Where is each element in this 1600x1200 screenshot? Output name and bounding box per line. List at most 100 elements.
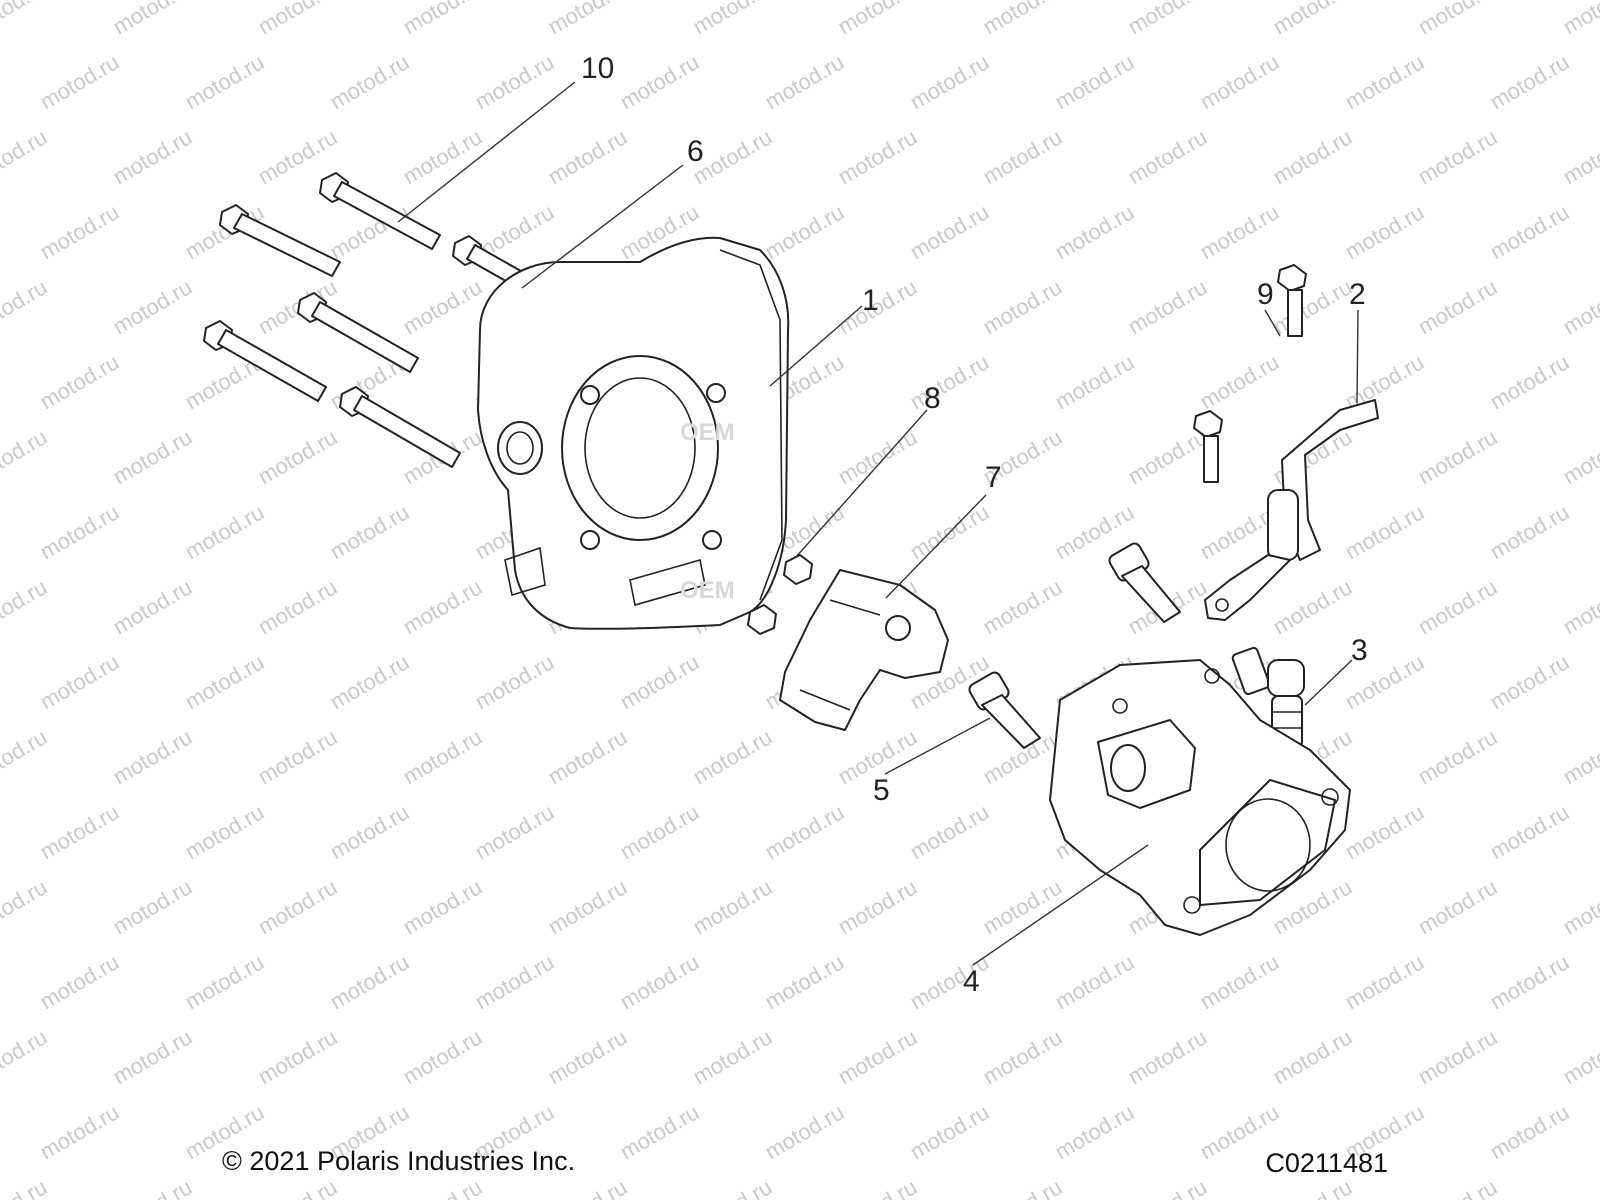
callout-3: 3 [1351, 634, 1368, 667]
watermark-text: motod.ru [1051, 349, 1139, 414]
watermark-text: motod.ru [1341, 799, 1429, 864]
watermark-text: motod.ru [399, 724, 487, 789]
watermark-text: motod.ru [1341, 349, 1429, 414]
watermark-text: motod.ru [0, 724, 51, 789]
cap-screw-group [968, 542, 1181, 749]
watermark-text: motod.ru [36, 1099, 124, 1164]
watermark-text: motod.ru [1341, 199, 1429, 264]
watermark-text: motod.ru [616, 1099, 704, 1164]
watermark-text: motod.ru [1414, 124, 1502, 189]
watermark-text: motod.ru [689, 874, 777, 939]
watermark-text: motod.ru [761, 199, 849, 264]
watermark-text: motod.ru [326, 949, 414, 1014]
bolt [203, 320, 327, 402]
fuel-injector [1231, 646, 1305, 749]
watermark-text: motod.ru [399, 874, 487, 939]
watermark-text: motod.ru [399, 0, 487, 39]
watermark-text: motod.ru [544, 0, 632, 39]
vent-tube-bracket [1204, 399, 1379, 621]
watermark-text: motod.ru [1559, 724, 1600, 789]
watermark-text: motod.ru [906, 199, 994, 264]
watermark-text: motod.ru [906, 1099, 994, 1164]
watermark-text: motod.ru [36, 49, 124, 114]
watermark-text: motod.ru [544, 874, 632, 939]
watermark-text: motod.ru [181, 649, 269, 714]
watermark-text: motod.ru [181, 49, 269, 114]
watermark-text: motod.ru [109, 0, 197, 39]
watermark-text: motod.ru [1196, 199, 1284, 264]
watermark-text: motod.ru [1124, 1174, 1212, 1200]
watermark-text: motod.ru [326, 49, 414, 114]
copyright-notice: © 2021 Polaris Industries Inc. [222, 1146, 576, 1176]
intake-adapter [1049, 659, 1351, 936]
watermark-text: motod.ru [1196, 949, 1284, 1014]
watermark-text: motod.ru [1559, 274, 1600, 339]
watermark-text: motod.ru [109, 424, 197, 489]
watermark-text: motod.ru [761, 1099, 849, 1164]
watermark-text: motod.ru [181, 799, 269, 864]
watermark-text: motod.ru [109, 1024, 197, 1089]
screw-pair [747, 554, 813, 635]
watermark-text: motod.ru [1341, 49, 1429, 114]
cap-screw [968, 671, 1041, 749]
watermark-text: motod.ru [544, 1174, 632, 1200]
watermark-text: motod.ru [616, 949, 704, 1014]
watermark-text: motod.ru [109, 874, 197, 939]
watermark-text: motod.ru [1559, 0, 1600, 39]
watermark-text: motod.ru [1414, 274, 1502, 339]
oem-watermark: OEM [680, 577, 735, 604]
watermark-text: motod.ru [1414, 1024, 1502, 1089]
oem-watermark: OEM [680, 419, 735, 446]
watermark-text: motod.ru [1559, 1174, 1600, 1200]
bolt [339, 386, 461, 468]
watermark-text: motod.ru [616, 649, 704, 714]
watermark-text: motod.ru [1124, 0, 1212, 39]
watermark-text: motod.ru [471, 949, 559, 1014]
flange-bolt-pair [1193, 264, 1307, 483]
watermark-text: motod.ru [1051, 1099, 1139, 1164]
watermark-text: motod.ru [109, 124, 197, 189]
watermark-text: motod.ru [906, 949, 994, 1014]
watermark-text: motod.ru [1559, 124, 1600, 189]
watermark-text: motod.ru [834, 1024, 922, 1089]
watermark-text: motod.ru [326, 649, 414, 714]
callout-9: 9 [1257, 278, 1274, 311]
watermark-text: motod.ru [326, 499, 414, 564]
watermark-text: motod.ru [1196, 349, 1284, 414]
watermark-text: motod.ru [979, 1174, 1067, 1200]
watermark-text: motod.ru [471, 799, 559, 864]
watermark-text: motod.ru [1414, 574, 1502, 639]
watermark-text: motod.ru [399, 124, 487, 189]
map-sensor [779, 569, 949, 731]
watermark-text: motod.ru [181, 949, 269, 1014]
watermark-text: motod.ru [254, 0, 342, 39]
callout-1: 1 [862, 284, 879, 317]
watermark-text: motod.ru [1486, 349, 1574, 414]
watermark-text: motod.ru [1486, 49, 1574, 114]
watermark-text: motod.ru [1559, 574, 1600, 639]
drawing-number: C0211481 [1265, 1148, 1388, 1178]
watermark-text: motod.ru [254, 1174, 342, 1200]
watermark-text: motod.ru [1124, 424, 1212, 489]
watermark-text: motod.ru [399, 274, 487, 339]
watermark-text: motod.ru [1559, 424, 1600, 489]
watermark-text: motod.ru [36, 949, 124, 1014]
watermark-text: motod.ru [1414, 874, 1502, 939]
watermark-text: motod.ru [0, 1024, 51, 1089]
watermark-text: motod.ru [0, 574, 51, 639]
watermark-text: motod.ru [109, 574, 197, 639]
callout-10: 10 [581, 52, 614, 85]
bolt [219, 204, 341, 277]
watermark-text: motod.ru [471, 649, 559, 714]
watermark-text: motod.ru [0, 124, 51, 189]
watermark-text: motod.ru [109, 724, 197, 789]
watermark-text: motod.ru [1051, 949, 1139, 1014]
watermark-text: motod.ru [979, 574, 1067, 639]
watermark-text: motod.ru [979, 1024, 1067, 1089]
watermark-text: motod.ru [979, 0, 1067, 39]
watermark-text: motod.ru [1269, 124, 1357, 189]
watermark-text: motod.ru [399, 1174, 487, 1200]
watermark-text: motod.ru [1486, 499, 1574, 564]
watermark-text: motod.ru [979, 124, 1067, 189]
